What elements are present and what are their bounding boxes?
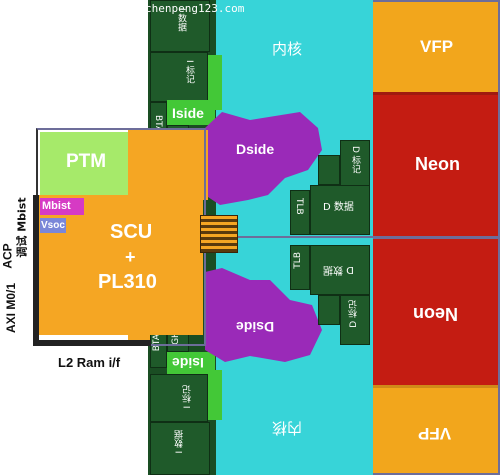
iside-region-bottom [167, 352, 215, 374]
d-cache-strip-top [318, 155, 340, 185]
vfp-label-top: VFP [420, 37, 454, 56]
d-tag-label-bottom: D 标记 [349, 300, 359, 328]
watermark: chenpeng123.com [145, 2, 245, 15]
d-data-cache-bottom [310, 245, 370, 295]
ptm-region [40, 132, 128, 195]
vsoc-block [40, 218, 66, 233]
vfp-region-bottom [370, 385, 500, 475]
debug-mbist-label: 调试 Mbist [15, 197, 29, 258]
i-tag-cache-bottom [150, 374, 208, 422]
tlb-label-bottom: TLB [293, 252, 303, 269]
iside-green-top [208, 55, 222, 110]
dside-label-bottom: Dside [236, 319, 275, 335]
d-data-cache-top [310, 185, 370, 235]
d-tag-label-top: D 标记 [350, 146, 360, 174]
d-data-label-top: D 数据 [323, 202, 354, 213]
ptm-label: PTM [66, 151, 107, 172]
scu-label: SCU [110, 221, 153, 243]
i-tag-cache-top [150, 52, 208, 102]
neon-region-top [370, 92, 500, 237]
connector-block [200, 215, 238, 253]
i-data-cache-top [150, 0, 210, 52]
d-cache-strip-bottom [318, 295, 340, 325]
l2-ram-label: L2 Ram i/f [58, 355, 121, 370]
core-label-top: 内核 [272, 40, 303, 58]
d-tag-cache-bottom [340, 295, 370, 345]
vsoc-label: Vsoc [41, 220, 65, 231]
pl310-label: PL310 [98, 271, 157, 293]
tlb-block-bottom [290, 245, 310, 290]
axi-label: AXI M0/1 [4, 282, 19, 334]
center-divider [215, 236, 500, 238]
iside-label-top: Iside [172, 105, 204, 121]
mbist-block [40, 198, 84, 215]
vfp-region-top [370, 0, 500, 92]
tlb-label-top: TLB [294, 198, 304, 215]
mbist-label: Mbist [42, 200, 71, 212]
l2-interface-bar [33, 340, 151, 346]
scu-upper [128, 130, 208, 200]
scu-plus-label: + [125, 247, 136, 267]
tlb-block-top [290, 190, 310, 235]
neon-label-top: Neon [415, 154, 460, 174]
d-data-label-bottom: D 数据 [323, 264, 354, 275]
acp-label: ACP [0, 243, 15, 269]
i-data-cache-bottom [150, 422, 210, 475]
btac-label-top: BTAC [153, 115, 163, 139]
iside-green-bottom [208, 370, 222, 420]
i-tag-label-top: I 标记 [184, 60, 194, 84]
dside-label-top: Dside [236, 141, 275, 157]
left-bus-bar [33, 195, 39, 346]
iside-region-top [167, 100, 215, 125]
neon-region-bottom [370, 237, 500, 385]
i-data-label-top: I 数据 [176, 8, 186, 32]
